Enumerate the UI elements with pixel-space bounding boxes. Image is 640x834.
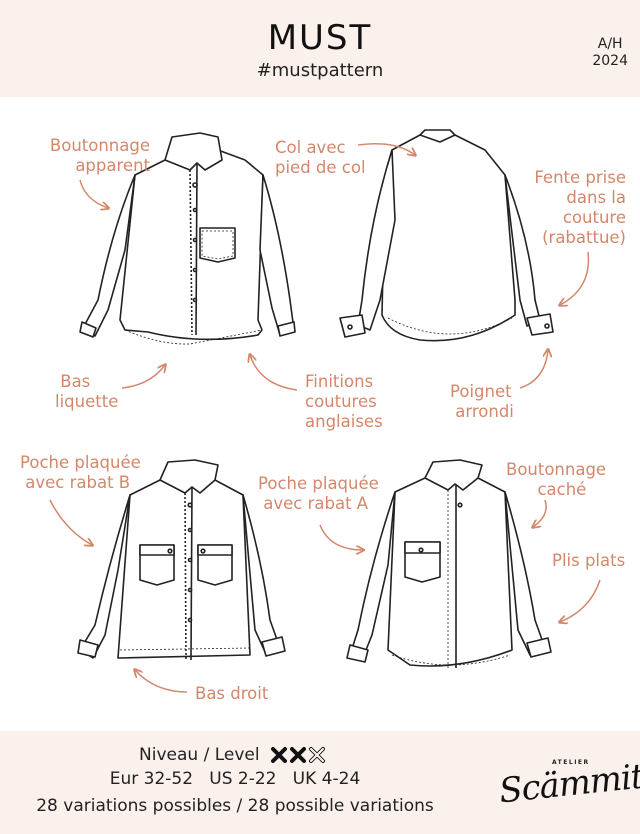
season-label: A/H 2024	[592, 36, 628, 70]
season-line-2: 2024	[592, 53, 628, 69]
level-empty-x-icon	[308, 747, 325, 763]
season-line-1: A/H	[597, 36, 623, 52]
level-row: Niveau / Level	[0, 745, 470, 765]
annotation-bas-droit: Bas droit	[195, 684, 269, 703]
technical-drawings	[49, 129, 601, 693]
annotation-col-avec-pied-de-col: Col avec pied de col	[275, 138, 366, 177]
logo-scammit-script: Scämmit	[497, 756, 640, 812]
shirt-front-top-left	[79, 132, 296, 345]
footer-band	[0, 731, 640, 834]
sizes-line: Eur 32-52 US 2-22 UK 4-24	[109, 769, 361, 789]
atelier-scammit-logo: ATELIER Scämmit	[495, 750, 640, 820]
level-filled-x-icon	[270, 747, 287, 763]
shirt-back-top-right	[339, 129, 554, 342]
annotation-poignet-arrondi: Poignet arrondi	[450, 382, 514, 421]
annotation-plis-plats: Plis plats	[552, 551, 626, 570]
header-band	[0, 0, 640, 97]
level-label: Niveau / Level	[139, 745, 260, 765]
annotation-finitions-coutures: Finitions coutures anglaises	[305, 372, 383, 431]
variations-line: 28 variations possibles / 28 possible va…	[36, 796, 434, 816]
annotation-fente-prise: Fente prise dans la couture (rabattue)	[534, 168, 626, 247]
annotation-boutonnage-cache: Boutonnage caché	[506, 460, 607, 499]
shirt-front-bottom-right	[346, 459, 552, 668]
pattern-title: MUST	[267, 18, 373, 58]
annotation-arrows	[49, 143, 601, 693]
pattern-hashtag: #mustpattern	[256, 60, 384, 81]
level-rating-icons	[270, 747, 325, 763]
shirt-front-bottom-left	[77, 459, 286, 661]
level-filled-x-icon	[289, 747, 306, 763]
annotation-poche-rabat-a: Poche plaquée avec rabat A	[258, 474, 379, 513]
annotation-boutonnage-apparent: Boutonnage apparent	[49, 136, 150, 175]
logo-atelier-text: ATELIER	[552, 759, 590, 766]
annotation-poche-rabat-b: Poche plaquée avec rabat B	[20, 453, 141, 492]
annotation-bas-liquette: Bas liquette	[55, 372, 119, 411]
